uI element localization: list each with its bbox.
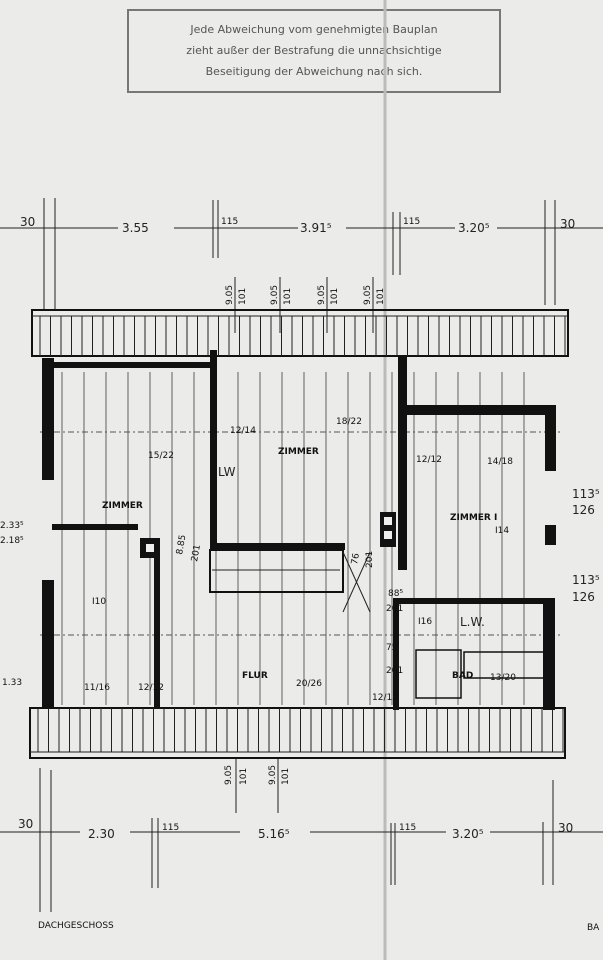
dim-top-2: 115 bbox=[221, 217, 238, 227]
dim-top-5: 3.20⁵ bbox=[458, 221, 490, 235]
annotations: 15/22 12/14 18/22 12/12 14/18 LW L.W. I1… bbox=[0, 417, 600, 703]
beam-label: 15/22 bbox=[148, 451, 174, 461]
roof-beams bbox=[61, 372, 525, 705]
window-dim: 101 bbox=[281, 768, 291, 785]
window-dim: 9.05 bbox=[363, 285, 373, 305]
beam-label: 20/26 bbox=[296, 679, 322, 689]
room-bad: BAD bbox=[452, 671, 473, 681]
dim-label: 2.18⁵ bbox=[0, 536, 24, 546]
door-dim: 201 bbox=[190, 544, 203, 563]
approval-stamp: Jede Abweichung vom genehmigten Bauplan … bbox=[127, 9, 501, 93]
dim-top-6: 30 bbox=[560, 217, 575, 231]
top-dimension-chain: 30 3.55 115 3.91⁵ 115 3.20⁵ 30 bbox=[0, 198, 603, 310]
cutoff-label: BA bbox=[587, 923, 600, 933]
door-dim: 8.85 bbox=[175, 534, 188, 555]
door-dim: 88⁵ bbox=[388, 589, 403, 599]
dim-bottom-1: 2.30 bbox=[88, 827, 115, 841]
beam-label: 12/12 bbox=[372, 693, 398, 703]
dim-label: 1.33 bbox=[2, 678, 22, 688]
beam-label: 12/14 bbox=[230, 426, 256, 436]
window-dim: 9.05 bbox=[225, 285, 235, 305]
dim-label: 113⁵ bbox=[572, 487, 600, 501]
beam-label: I16 bbox=[418, 617, 432, 627]
beam-label: 14/18 bbox=[487, 457, 513, 467]
window-dim: 9.05 bbox=[224, 765, 234, 785]
walls bbox=[42, 350, 556, 710]
window-dim: 101 bbox=[238, 288, 248, 305]
top-eave-rafters bbox=[31, 309, 569, 357]
beam-label: 12/12 bbox=[138, 683, 164, 693]
bottom-dimension-chain: 30 2.30 115 5.16⁵ 115 3.20⁵ 30 bbox=[0, 768, 603, 912]
window-dim: 9.05 bbox=[317, 285, 327, 305]
beam-label: 12/12 bbox=[416, 455, 442, 465]
door-dim: 201 bbox=[365, 551, 375, 568]
room-zimmer-left: ZIMMER bbox=[102, 501, 143, 511]
beam-label: 18/22 bbox=[336, 417, 362, 427]
beam-label: 11/16 bbox=[84, 683, 110, 693]
dim-label: 126 bbox=[572, 503, 595, 517]
dim-label: 75 bbox=[386, 643, 397, 653]
dim-bottom-6: 30 bbox=[558, 821, 573, 835]
dim-bottom-2: 115 bbox=[162, 823, 179, 833]
dim-bottom-5: 3.20⁵ bbox=[452, 827, 484, 841]
stamp-line-3: Beseitigung der Abweichung nach sich. bbox=[206, 65, 423, 78]
room-zimmer-middle: ZIMMER bbox=[278, 447, 319, 457]
window-dim: 101 bbox=[283, 288, 293, 305]
window-dim: 101 bbox=[330, 288, 340, 305]
staircase bbox=[209, 543, 371, 613]
room-flur: FLUR bbox=[242, 671, 268, 681]
window-dim: 9.05 bbox=[270, 285, 280, 305]
beam-label: 13/20 bbox=[490, 673, 516, 683]
door-dim: 76 bbox=[350, 552, 362, 565]
window-dim: 9.05 bbox=[268, 765, 278, 785]
lw-label: LW bbox=[218, 465, 236, 479]
dim-top-1: 3.55 bbox=[122, 221, 149, 235]
floor-title: DACHGESCHOSS bbox=[38, 921, 114, 931]
dim-top-4: 115 bbox=[403, 217, 420, 227]
window-dim: 101 bbox=[376, 288, 386, 305]
beam-label: I14 bbox=[495, 526, 509, 536]
dim-label: 126 bbox=[572, 590, 595, 604]
room-labels: ZIMMER ZIMMER ZIMMER I FLUR BAD bbox=[102, 447, 497, 681]
dim-label: 201 bbox=[386, 666, 403, 676]
dim-bottom-0: 30 bbox=[18, 817, 33, 831]
lw-label: L.W. bbox=[460, 615, 485, 629]
door-dim: 201 bbox=[386, 604, 403, 614]
window-dim: 101 bbox=[239, 768, 249, 785]
dim-bottom-3: 5.16⁵ bbox=[258, 827, 290, 841]
dim-label: 113⁵ bbox=[572, 573, 600, 587]
beam-label: I10 bbox=[92, 597, 106, 607]
stamp-line-2: zieht außer der Bestrafung die unnachsic… bbox=[186, 44, 442, 57]
dim-label: 2.33⁵ bbox=[0, 521, 24, 531]
bottom-eave-rafters bbox=[29, 707, 566, 759]
dim-top-3: 3.91⁵ bbox=[300, 221, 332, 235]
dim-top-0: 30 bbox=[20, 215, 35, 229]
room-zimmer-right: ZIMMER I bbox=[450, 513, 497, 523]
dim-bottom-4: 115 bbox=[399, 823, 416, 833]
stamp-line-1: Jede Abweichung vom genehmigten Bauplan bbox=[189, 23, 437, 36]
